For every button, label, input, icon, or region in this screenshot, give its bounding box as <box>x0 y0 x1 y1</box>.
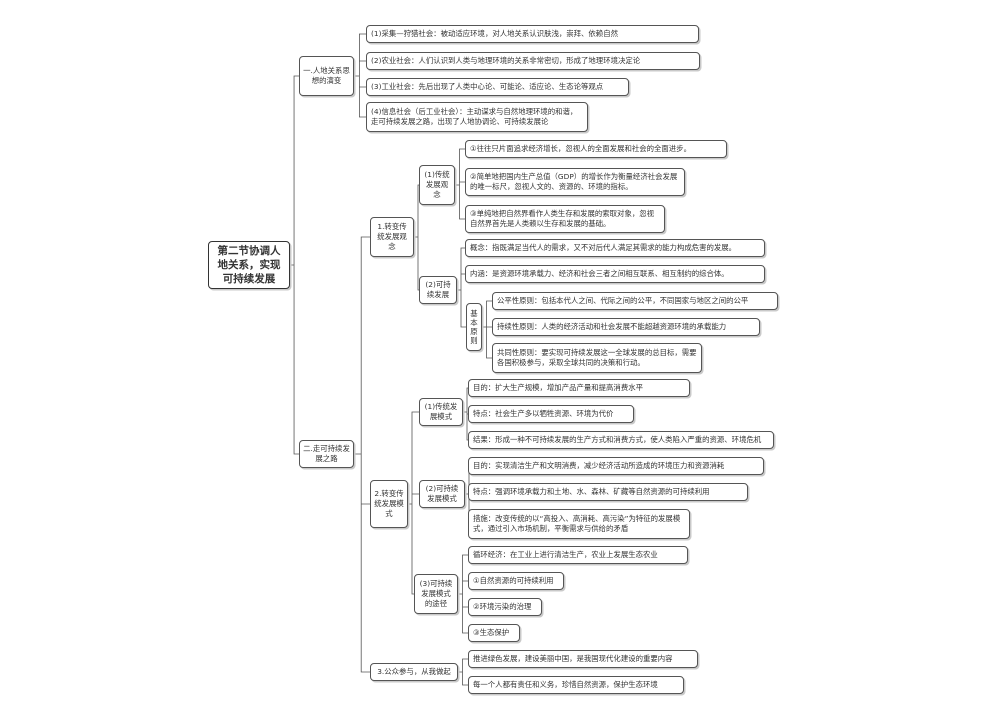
path-item-ecology[interactable]: ③生态保护 <box>468 624 520 642</box>
branch1-item-2[interactable]: (2)农业社会：人们认识到人类与地理环境的关系非常密切，形成了地理环境决定论 <box>366 52 700 70</box>
traditional-item-1[interactable]: ①往往只片面追求经济增长，忽视人的全面发展和社会的全面进步。 <box>465 140 727 158</box>
sustainable-concept[interactable]: 概念：指既满足当代人的需求，又不对后代人满足其需求的能力构成危害的发展。 <box>465 239 765 257</box>
connector-sustainable-paths-node <box>458 554 468 634</box>
traditional-item-2[interactable]: ②简单地把国内生产总值（GDP）的增长作为衡量经济社会发展的唯一标尺，忽视人文的… <box>465 168 685 196</box>
sustainable-mode-node[interactable]: (2)可持续发展模式 <box>419 480 465 508</box>
path-item-resources[interactable]: ①自然资源的可持续利用 <box>468 572 564 590</box>
connector-sub3-node <box>458 658 468 686</box>
connector-sub2-node <box>408 411 419 595</box>
connector-branch2-node <box>354 236 370 673</box>
public-item-1[interactable]: 推进绿色发展，建设美丽中国，是我国现代化建设的重要内容 <box>468 650 698 668</box>
principle-sustainability[interactable]: 持续性原则：人类的经济活动和社会发展不能超越资源环境的承载能力 <box>492 318 760 336</box>
connector-sustainable-development-node <box>457 247 466 328</box>
branch2-node[interactable]: 二.走可持续发展之路 <box>299 440 354 468</box>
traditional-concept-node[interactable]: (1)传统发展观念 <box>419 165 455 205</box>
sub2-node[interactable]: 2.转变传统发展模式 <box>370 480 408 528</box>
connector-basic-principles-node <box>482 300 492 359</box>
public-item-2[interactable]: 每一个人都有责任和义务，珍惜自然资源，保护生态环境 <box>468 676 684 694</box>
connector-sub1-node <box>414 184 419 291</box>
branch1-node[interactable]: 一.人地关系思想的演变 <box>299 56 354 96</box>
sustainable-mode-item-3[interactable]: 措施：改变传统的以“高投入、高消耗、高污染”为特征的发展模式，通过引入市场机制，… <box>468 509 690 539</box>
traditional-mode-node[interactable]: (1)传统发展模式 <box>419 398 463 426</box>
connector-root-node <box>290 75 299 455</box>
path-item-pollution[interactable]: ②环境污染的治理 <box>468 598 542 616</box>
connector-traditional-mode-node <box>463 387 468 441</box>
sustainable-development-node[interactable]: (2)可持续发展 <box>419 276 457 304</box>
connector-branch1-node <box>354 33 366 118</box>
branch1-item-4[interactable]: (4)信息社会（后工业社会）：主动谋求与自然地理环境的和谐，走可持续发展之路，出… <box>366 102 588 132</box>
root-label: 第二节协调人地关系，实现可持续发展 <box>217 244 281 286</box>
sustainable-mode-item-1[interactable]: 目的：实现清洁生产和文明消费，减少经济活动所造成的环境压力和资源消耗 <box>468 457 764 475</box>
connector-traditional-concept-node <box>455 148 465 220</box>
sustainable-mode-item-2[interactable]: 特点：强调环境承载力和土地、水、森林、矿藏等自然资源的可持续利用 <box>468 483 748 501</box>
sustainable-connotation[interactable]: 内涵：是资源环境承载力、经济和社会三者之间相互联系、相互制约的综合体。 <box>465 265 765 283</box>
traditional-mode-item-1[interactable]: 目的：扩大生产规模，增加产品产量和提高消费水平 <box>468 379 690 397</box>
branch1-item-3[interactable]: (3)工业社会：先后出现了人类中心论、可能论、适应论、生态论等观点 <box>366 78 629 96</box>
circular-economy[interactable]: 循环经济：在工业上进行清洁生产，农业上发展生态农业 <box>468 546 688 564</box>
traditional-mode-item-2[interactable]: 特点：社会生产多以牺牲资源、环境为代价 <box>468 405 634 423</box>
sustainable-paths-node[interactable]: (3)可持续发展模式的途径 <box>414 574 458 614</box>
principle-fairness[interactable]: 公平性原则：包括本代人之间、代际之间的公平，不同国家与地区之间的公平 <box>492 292 778 310</box>
basic-principles-node[interactable]: 基本原则 <box>466 303 482 351</box>
principle-commonality[interactable]: 共同性原则：要实现可持续发展这一全球发展的总目标，需要各国积极参与，采取全球共同… <box>492 343 702 373</box>
branch2-label: 二.走可持续发展之路 <box>303 444 350 463</box>
root-node[interactable]: 第二节协调人地关系，实现可持续发展 <box>208 241 290 289</box>
branch1-item-1[interactable]: (1)采集—狩猎社会：被动适应环境，对人地关系认识肤浅，崇拜、依赖自然 <box>366 25 699 43</box>
traditional-mode-item-3[interactable]: 结果：形成一种不可持续发展的生产方式和消费方式，使人类陷入严重的资源、环境危机 <box>468 431 774 449</box>
sub3-node[interactable]: 3.公众参与，从我做起 <box>370 663 458 681</box>
branch1-label: 一.人地关系思想的演变 <box>303 66 350 85</box>
traditional-item-3[interactable]: ③单纯地把自然界看作人类生存和发展的索取对象，忽视自然界首先是人类赖以生存和发展… <box>465 205 665 233</box>
sub1-node[interactable]: 1.转变传统发展观念 <box>370 217 414 257</box>
